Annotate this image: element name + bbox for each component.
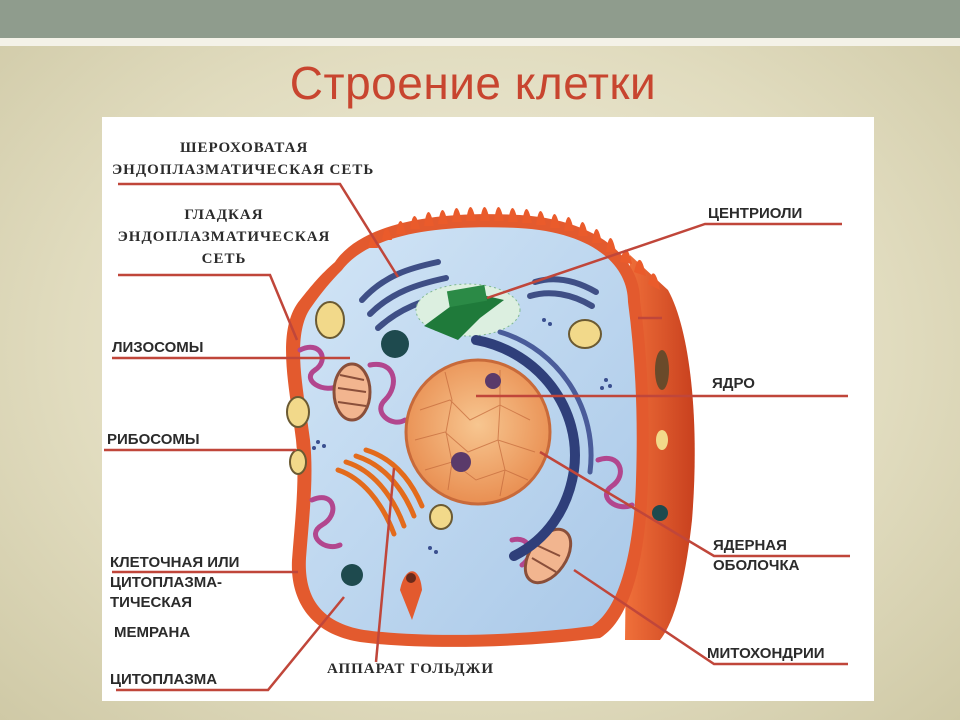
centriole [446, 284, 488, 308]
label-mitochondria: МИТОХОНДРИИ [707, 645, 825, 662]
mitochondrion [332, 362, 372, 422]
pinocytosis-pit [400, 571, 422, 620]
vesicle [656, 430, 668, 450]
nucleus [404, 358, 552, 506]
label-rough-er-line1: ШЕРОХОВАТАЯ [180, 140, 309, 156]
label-rough-er: ШЕРОХОВАТАЯ ЭНДОПЛАЗМАТИЧЕСКАЯ СЕТЬ [112, 137, 374, 181]
nucleolus [451, 452, 471, 472]
label-membrane-line3: ТИЧЕСКАЯ [110, 594, 193, 611]
label-membrane-line2: ЦИТОПЛАЗМА- [110, 574, 223, 591]
vesicle [655, 350, 669, 390]
slide-title: Строение клетки [289, 57, 657, 109]
chromatin-network [414, 370, 536, 497]
ribosomes [312, 318, 612, 554]
label-membrane: КЛЕТОЧНАЯ ИЛИ ЦИТОПЛАЗМА- ТИЧЕСКАЯ МЕМРА… [110, 553, 239, 643]
label-ribosomes: РИБОСОМЫ [107, 431, 200, 448]
microvilli [368, 207, 660, 290]
vesicle [568, 319, 602, 349]
label-lysosomes: ЛИЗОСОМЫ [112, 339, 204, 356]
label-nuclear-envelope-line1: ЯДЕРНАЯ [713, 537, 787, 554]
label-membrane-line1: КЛЕТОЧНАЯ ИЛИ [110, 554, 240, 571]
vesicle [315, 301, 345, 339]
vesicle [286, 396, 310, 428]
vesicle [429, 504, 453, 530]
centriole [424, 292, 504, 340]
label-cytoplasm: ЦИТОПЛАЗМА [110, 671, 218, 688]
leader-lines [104, 182, 850, 692]
lysosome [652, 505, 668, 521]
label-nuclear-envelope-line2: ОБОЛОЧКА [713, 557, 800, 574]
label-smooth-er-line1: ГЛАДКАЯ [184, 207, 264, 223]
golgi-apparatus [335, 447, 425, 537]
label-membrane-line4: МЕМРАНА [114, 624, 191, 641]
label-nucleus: ЯДРО [712, 375, 755, 392]
nucleolus [485, 373, 501, 389]
label-rough-er-line2: ЭНДОПЛАЗМАТИЧЕСКАЯ СЕТЬ [112, 162, 375, 178]
nuclear-envelope-er [471, 335, 580, 561]
label-smooth-er-line2: ЭНДОПЛАЗМАТИЧЕСКАЯ [117, 229, 331, 245]
lysosome [381, 330, 409, 358]
top-divider [0, 38, 960, 46]
label-smooth-er: ГЛАДКАЯ ЭНДОПЛАЗМАТИЧЕСКАЯ СЕТЬ [108, 204, 340, 270]
label-centrioles: ЦЕНТРИОЛИ [708, 205, 803, 222]
top-bar [0, 0, 960, 38]
lysosome [341, 564, 363, 586]
label-smooth-er-line3: СЕТЬ [201, 251, 247, 267]
label-golgi: АППАРАТ ГОЛЬДЖИ [327, 661, 495, 677]
label-nuclear-envelope: ЯДЕРНАЯ ОБОЛОЧКА [713, 536, 799, 576]
vesicle [289, 449, 307, 475]
